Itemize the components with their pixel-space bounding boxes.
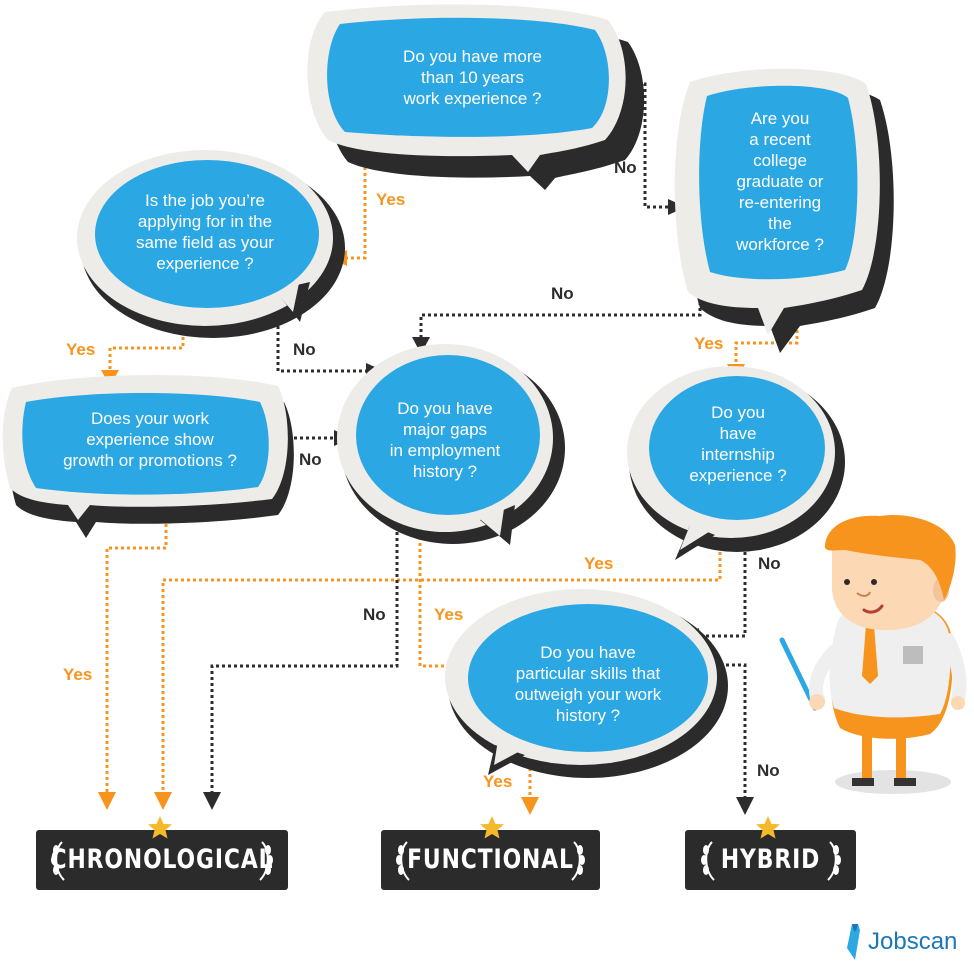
laurel-left-icon <box>701 841 715 881</box>
laurel-icons <box>51 841 841 881</box>
question-recent-graduate: Are you a recent college graduate or re-… <box>736 108 824 254</box>
arrowhead-chrono-3 <box>203 792 221 810</box>
label-no-q7: No <box>757 761 780 780</box>
connector-q6-yes <box>161 540 722 792</box>
star-icon <box>756 816 780 839</box>
arrowhead-q5-top-in <box>412 337 430 354</box>
connector-q4-yes <box>105 500 168 792</box>
label-no-q4: No <box>299 450 322 469</box>
star-icon <box>480 816 504 839</box>
result-functional: FUNCTIONAL <box>407 844 574 875</box>
result-box-hybrid <box>685 830 856 890</box>
laurel-right-icon <box>259 841 273 881</box>
brand-name: Jobscan <box>868 928 958 955</box>
result-box-chronological <box>36 830 288 890</box>
label-no-q3: No <box>551 284 574 303</box>
bubble-q5 <box>337 344 565 545</box>
connector-q2-yes <box>108 325 185 372</box>
arrowhead-functional <box>521 797 539 815</box>
bubble-q3 <box>674 68 894 354</box>
question-same-field: Is the job you’re applying for in the sa… <box>136 191 274 273</box>
arrowhead-chrono-2 <box>154 792 172 810</box>
label-no-q5: No <box>363 605 386 624</box>
jobscan-logo-icon <box>847 924 860 960</box>
label-yes-q3: Yes <box>694 334 724 353</box>
bubble-q4 <box>2 374 294 538</box>
star-icon <box>148 816 172 839</box>
label-yes-q7: Yes <box>483 772 513 791</box>
connector-q2-no <box>276 308 368 373</box>
label-no-q2: No <box>293 340 316 359</box>
arrowhead-hybrid <box>736 797 754 815</box>
laurel-left-icon <box>51 841 65 881</box>
question-internship: Do you have internship experience ? <box>689 403 787 485</box>
label-no-q6: No <box>758 554 781 573</box>
question-employment-gaps: Do you have major gaps in employment his… <box>389 399 501 481</box>
question-10-years-experience: Do you have more than 10 years work expe… <box>403 46 542 108</box>
bubble-q1 <box>307 4 645 190</box>
label-yes-q2: Yes <box>66 340 96 359</box>
question-particular-skills: Do you have particular skills that outwe… <box>514 643 662 725</box>
connector-q6-no <box>697 540 747 638</box>
result-chronological: CHRONOLOGICAL <box>50 844 274 875</box>
question-growth-promotions: Does your work experience show growth or… <box>63 408 237 470</box>
result-hybrid: HYBRID <box>720 844 821 875</box>
bubble-q7 <box>445 589 728 778</box>
label-no-q1: No <box>614 158 637 177</box>
label-yes-q6: Yes <box>584 554 614 573</box>
laurel-left-icon <box>396 841 410 881</box>
bubble-q6 <box>627 366 845 560</box>
laurel-right-icon <box>571 841 585 881</box>
laurel-right-icon <box>827 841 841 881</box>
connector-q3-yes <box>734 300 799 365</box>
arrowhead-chrono-1 <box>98 792 116 810</box>
result-box-functional <box>381 830 600 890</box>
label-yes-q1: Yes <box>376 190 406 209</box>
connector-q1-yes <box>345 155 367 260</box>
label-yes-q4: Yes <box>63 665 93 684</box>
label-yes-q5: Yes <box>434 605 464 624</box>
connector-q5-yes <box>418 525 455 668</box>
bubble-q2 <box>77 150 345 338</box>
character-illustration <box>779 515 967 794</box>
connector-q5-no <box>210 520 399 792</box>
